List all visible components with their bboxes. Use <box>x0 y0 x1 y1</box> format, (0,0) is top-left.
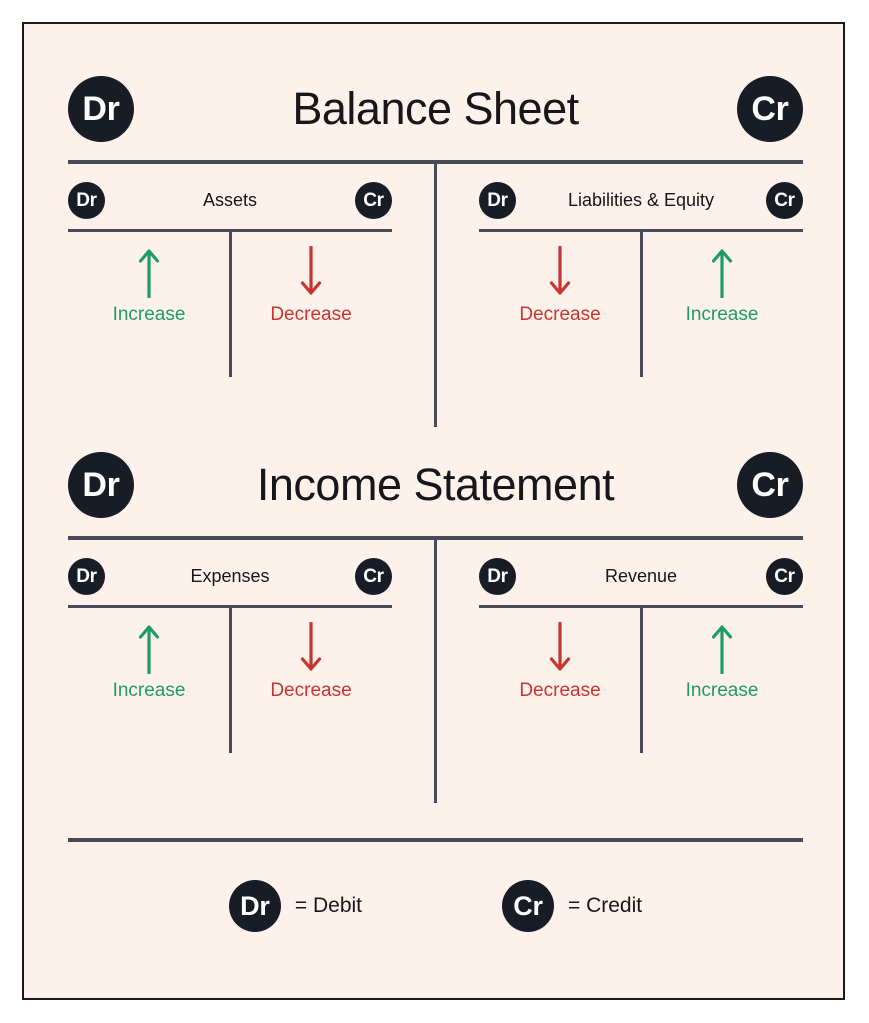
debit-badge: Dr <box>479 558 516 595</box>
taccount-header: Dr Liabilities & Equity Cr <box>479 182 803 219</box>
credit-badge: Cr <box>766 182 803 219</box>
legend: Dr = Debit Cr = Credit <box>68 880 803 932</box>
effect-label: Increase <box>112 680 186 701</box>
effect-label: Increase <box>685 304 759 325</box>
taccount-body: Decrease Increase <box>479 608 803 753</box>
arrow-down-icon <box>549 246 571 295</box>
legend-divider <box>68 838 803 842</box>
debit-column: Increase <box>68 232 230 377</box>
taccount-underline <box>68 605 392 608</box>
taccount-underline <box>68 229 392 232</box>
statement-header: Dr Income Statement Cr <box>68 452 803 518</box>
debit-badge: Dr <box>479 182 516 219</box>
effect-label: Increase <box>685 680 759 701</box>
statement-center-divider <box>434 160 437 427</box>
taccount-row-balance-sheet: Dr Assets Cr Increase <box>68 182 803 377</box>
effect-label: Decrease <box>519 304 601 325</box>
taccount-vertical-divider <box>639 232 643 377</box>
statement-center-divider <box>434 536 437 803</box>
debit-badge: Dr <box>68 76 134 142</box>
statement-income-statement: Dr Income Statement Cr <box>68 452 803 540</box>
taccount-liabilities-equity: Dr Liabilities & Equity Cr Decrease <box>479 182 803 377</box>
effect-label: Decrease <box>519 680 601 701</box>
debit-column: Decrease <box>479 232 641 377</box>
taccount-header: Dr Revenue Cr <box>479 558 803 595</box>
debit-badge: Dr <box>68 452 134 518</box>
taccount-body: Decrease Increase <box>479 232 803 377</box>
taccount-underline <box>479 605 803 608</box>
taccount-header: Dr Expenses Cr <box>68 558 392 595</box>
taccount-title: Assets <box>202 190 258 210</box>
arrow-up-icon <box>138 249 160 298</box>
debit-badge: Dr <box>68 558 105 595</box>
debit-column: Decrease <box>479 608 641 753</box>
legend-item-credit: Cr = Credit <box>502 880 642 932</box>
effect-label: Decrease <box>270 680 352 701</box>
taccount-body: Increase Decrease <box>68 608 392 753</box>
credit-badge: Cr <box>737 76 803 142</box>
legend-label: = Debit <box>294 894 362 917</box>
statement-balance-sheet: Dr Balance Sheet Cr <box>68 76 803 164</box>
arrow-down-icon <box>549 622 571 671</box>
legend-label: = Credit <box>568 894 643 917</box>
debit-badge: Dr <box>228 880 281 932</box>
arrow-up-icon <box>138 625 160 674</box>
debits-credits-chart: Dr Balance Sheet Cr Dr Assets Cr I <box>22 22 845 1000</box>
credit-column: Increase <box>641 608 803 753</box>
taccount-header: Dr Assets Cr <box>68 182 392 219</box>
taccount-underline <box>479 229 803 232</box>
taccount-title: Expenses <box>190 566 270 586</box>
taccount-vertical-divider <box>639 608 643 753</box>
taccount-vertical-divider <box>228 608 232 753</box>
taccount-body: Increase Decrease <box>68 232 392 377</box>
taccount-title: Liabilities & Equity <box>567 190 715 210</box>
credit-badge: Cr <box>737 452 803 518</box>
taccount-revenue: Dr Revenue Cr Decrease <box>479 558 803 753</box>
credit-badge: Cr <box>355 558 392 595</box>
debit-badge: Dr <box>68 182 105 219</box>
effect-label: Decrease <box>270 304 352 325</box>
effect-label: Increase <box>112 304 186 325</box>
legend-item-debit: Dr = Debit <box>228 880 362 932</box>
arrow-down-icon <box>300 622 322 671</box>
credit-badge: Cr <box>502 880 554 932</box>
statement-header: Dr Balance Sheet Cr <box>68 76 803 142</box>
arrow-up-icon <box>711 625 733 674</box>
debit-column: Increase <box>68 608 230 753</box>
arrow-down-icon <box>300 246 322 295</box>
taccount-expenses: Dr Expenses Cr Increase <box>68 558 392 753</box>
credit-badge: Cr <box>355 182 392 219</box>
credit-column: Decrease <box>230 608 392 753</box>
statement-title: Balance Sheet <box>292 83 579 134</box>
taccount-vertical-divider <box>228 232 232 377</box>
taccount-assets: Dr Assets Cr Increase <box>68 182 392 377</box>
taccount-row-income-statement: Dr Expenses Cr Increase <box>68 558 803 753</box>
statement-title: Income Statement <box>256 459 615 510</box>
credit-column: Increase <box>641 232 803 377</box>
credit-badge: Cr <box>766 558 803 595</box>
taccount-title: Revenue <box>604 566 678 586</box>
arrow-up-icon <box>711 249 733 298</box>
credit-column: Decrease <box>230 232 392 377</box>
